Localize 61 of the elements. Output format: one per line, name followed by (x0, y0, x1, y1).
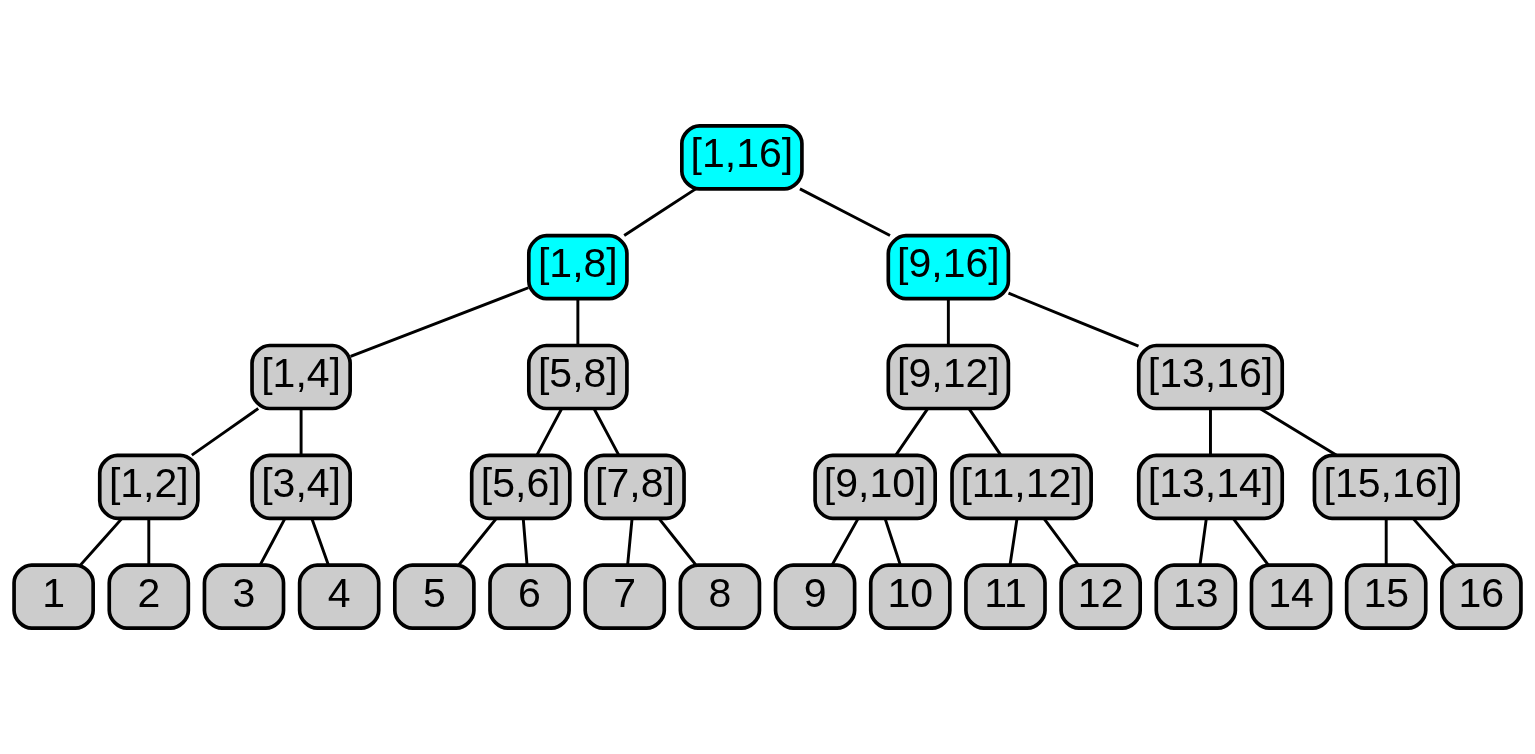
node-box: 11 (964, 563, 1047, 630)
connector (1209, 408, 1212, 456)
node-box: 3 (202, 563, 286, 630)
connector (1232, 517, 1270, 567)
connector (1042, 517, 1080, 566)
connector (623, 187, 697, 237)
node-box: 2 (107, 563, 191, 630)
connector (1198, 518, 1208, 566)
connector (1412, 517, 1456, 567)
connector (147, 518, 151, 566)
node-box: [11,12] (950, 453, 1093, 521)
connector (521, 518, 529, 566)
node-box: [5,8] (526, 343, 629, 411)
connector (946, 299, 950, 346)
node-box: 8 (678, 563, 762, 630)
connector (191, 407, 260, 457)
node-box: 13 (1154, 563, 1238, 630)
node-box: 15 (1344, 563, 1428, 630)
connector (894, 407, 929, 457)
node-box: 14 (1249, 563, 1333, 630)
connector (576, 299, 580, 346)
node-box: 6 (488, 563, 571, 630)
connector (79, 517, 123, 567)
connector (592, 408, 621, 456)
node-box: 4 (297, 563, 381, 630)
node-box: [3,4] (250, 453, 352, 521)
node-box: 10 (868, 563, 952, 630)
connector (967, 407, 1003, 457)
connector (1007, 291, 1140, 348)
node-box: 1 (12, 563, 95, 630)
connector (799, 187, 891, 237)
connector (535, 408, 563, 456)
node-box: [13,16] (1136, 343, 1285, 411)
node-box: [1,4] (250, 343, 352, 411)
connector (830, 517, 860, 566)
node-box: [15,16] (1312, 453, 1460, 521)
connector (310, 518, 330, 566)
node-box: [1,16] (680, 124, 804, 191)
connector (1008, 518, 1019, 566)
connector (258, 517, 287, 566)
connector (457, 517, 498, 567)
connector (883, 518, 902, 566)
node-box: [1,2] (97, 453, 200, 521)
node-box: 9 (773, 563, 857, 630)
node-box: [9,10] (813, 453, 937, 521)
connector (299, 408, 303, 456)
node-box: [13,14] (1136, 453, 1285, 521)
node-box: [9,12] (886, 343, 1011, 411)
node-box: 5 (393, 563, 476, 630)
node-box: 16 (1440, 563, 1523, 630)
connector (626, 518, 634, 566)
connector (1259, 407, 1338, 457)
connector (1384, 518, 1388, 566)
connector (657, 517, 698, 567)
node-box: 12 (1059, 563, 1142, 630)
node-box: [5,6] (469, 453, 572, 521)
node-box: [1,8] (526, 233, 629, 301)
node-box: [7,8] (584, 453, 686, 521)
node-box: [9,16] (886, 233, 1011, 301)
node-box: 7 (583, 563, 667, 630)
connector (350, 286, 529, 358)
